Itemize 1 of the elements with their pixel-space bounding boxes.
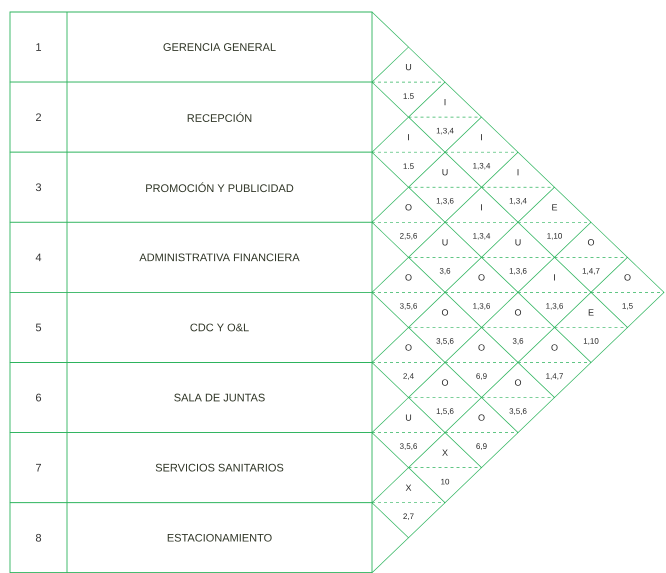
- node-label: O: [624, 274, 631, 281]
